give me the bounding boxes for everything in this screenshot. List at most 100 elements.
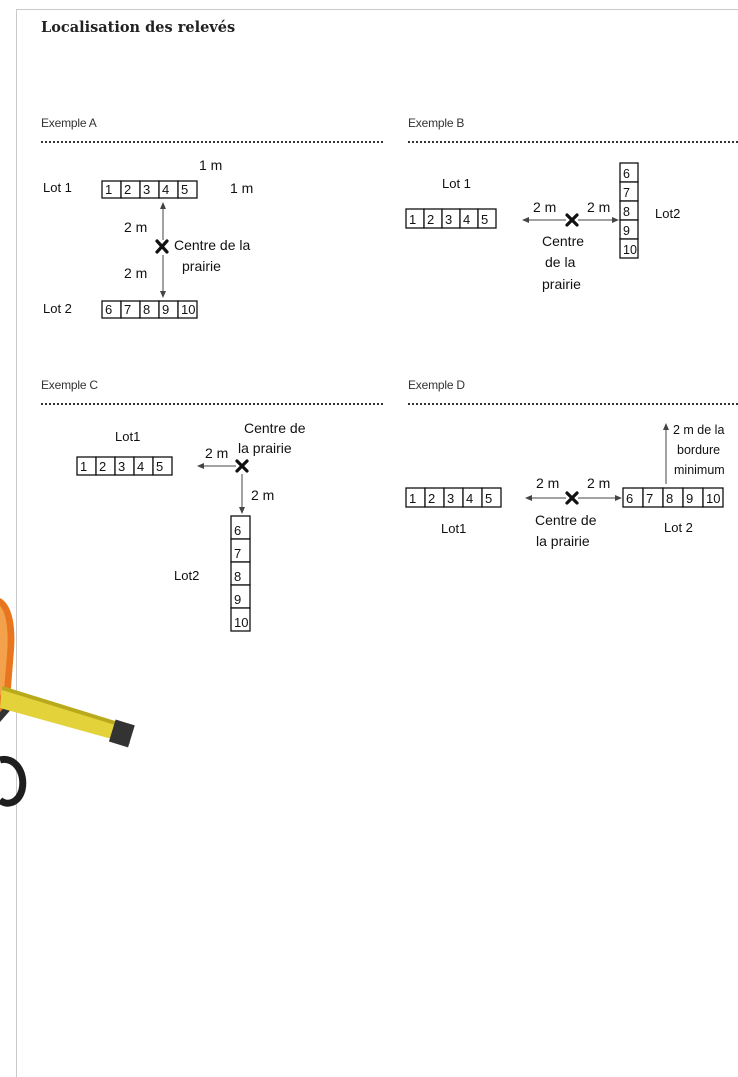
example-b-lot1-box-label: 4	[463, 212, 470, 227]
example-d-lot2-box-label: 9	[686, 491, 693, 506]
example-d-divider	[408, 403, 738, 405]
example-a-lot2-box-label: 10	[181, 302, 195, 317]
example-d-lot2-box-label: 6	[626, 491, 633, 506]
example-b-centre-label-1: Centre	[542, 233, 584, 249]
example-d-lot1-box-4: 4	[462, 487, 483, 508]
example-c-lot2-box-label: 9	[234, 592, 241, 607]
example-b-lot1-box-label: 5	[481, 212, 488, 227]
example-a-dim-top: 1 m	[199, 157, 222, 173]
example-a-lot2-box-7: 7	[120, 300, 141, 319]
example-b-centre-label-2: de la	[545, 254, 576, 270]
example-d-lot1-box-label: 4	[466, 491, 473, 506]
example-d-distance-2: 2 m	[587, 475, 610, 491]
example-c-lot2-box-7: 7	[230, 538, 251, 563]
example-d-lot1-box-3: 3	[443, 487, 464, 508]
example-d-lot1-box-label: 1	[409, 491, 416, 506]
example-d-lot1: Lot1	[441, 521, 466, 536]
example-c-lot2-box-8: 8	[230, 561, 251, 586]
example-a-lot1-box-4: 4	[158, 180, 179, 199]
example-c-lot1-box-label: 1	[80, 459, 87, 474]
example-c-divider	[41, 403, 383, 405]
example-d-lot1-box-2: 2	[424, 487, 445, 508]
page-title: Localisation des relevés	[41, 19, 236, 36]
example-c-centre-mark	[235, 459, 249, 473]
example-d-lot2-box-label: 7	[646, 491, 653, 506]
example-b-lot2-box-10: 10	[619, 238, 639, 259]
example-c-distance-1: 2 m	[205, 445, 228, 461]
example-a-lot1-box-label: 4	[162, 182, 169, 197]
example-b-lot1-box-5: 5	[477, 208, 497, 229]
example-a-arrow-down	[160, 255, 166, 298]
example-c-lot1-box-label: 2	[99, 459, 106, 474]
example-c-lot1-box-5: 5	[152, 456, 173, 476]
example-b-lot1-box-4: 4	[459, 208, 479, 229]
example-d-border-label-2: bordure	[677, 443, 720, 457]
example-d-centre-label-2: la prairie	[536, 533, 590, 549]
example-c-lot1-box-label: 5	[156, 459, 163, 474]
example-c-lot1-box-1: 1	[76, 456, 97, 476]
example-d-lot1-box-label: 2	[428, 491, 435, 506]
example-a-lot2-box-8: 8	[139, 300, 160, 319]
example-a-lot1-box-label: 3	[143, 182, 150, 197]
example-c-centre-label-2: la prairie	[238, 440, 292, 456]
example-c-centre-label-1: Centre de	[244, 420, 306, 436]
example-c-lot1: Lot1	[115, 429, 140, 444]
example-d-border-label-3: minimum	[674, 463, 725, 477]
example-a-lot1: Lot 1	[43, 180, 72, 195]
example-d-arrow-border	[663, 423, 669, 484]
example-b-lot2-box-label: 9	[623, 224, 630, 238]
example-b-lot2-box-label: 6	[623, 167, 630, 181]
example-d-lot2-box-9: 9	[682, 487, 704, 508]
example-a-label: Exemple A	[41, 116, 97, 130]
example-a-distance-2: 2 m	[124, 265, 147, 281]
example-b-lot1-box-3: 3	[441, 208, 461, 229]
example-a-lot1-box-5: 5	[177, 180, 198, 199]
example-b-lot1-box-label: 2	[427, 212, 434, 227]
example-a-centre-mark	[155, 239, 169, 254]
example-a-lot1-box-label: 1	[105, 182, 112, 197]
example-b-label: Exemple B	[408, 116, 465, 130]
example-b-lot2-box-8: 8	[619, 200, 639, 221]
example-b-arrow-left	[522, 217, 566, 223]
example-b-lot1-box-label: 1	[409, 212, 416, 227]
example-d-arrow-left	[525, 495, 566, 501]
example-b-lot1: Lot 1	[442, 176, 471, 191]
example-c-lot2: Lot2	[174, 568, 199, 583]
example-d-lot1-box-label: 3	[447, 491, 454, 506]
example-c-distance-2: 2 m	[251, 487, 274, 503]
example-a-lot2-box-label: 7	[124, 302, 131, 317]
example-c-lot2-box-10: 10	[230, 607, 251, 632]
example-a-divider	[41, 141, 383, 143]
example-c-lot2-box-6: 6	[230, 515, 251, 540]
example-a-distance-1: 2 m	[124, 219, 147, 235]
example-b-lot1-box-1: 1	[405, 208, 425, 229]
page-frame-left	[16, 9, 17, 1077]
page-frame-top	[16, 9, 738, 10]
example-b-divider	[408, 141, 738, 143]
example-d-lot2: Lot 2	[664, 520, 693, 535]
example-a-lot2-box-label: 9	[162, 302, 169, 317]
example-c-lot1-box-3: 3	[114, 456, 135, 476]
example-d-centre-mark	[565, 491, 579, 505]
example-b-lot2-box-7: 7	[619, 181, 639, 202]
example-a-dim-side: 1 m	[230, 180, 253, 196]
example-b-lot1-box-2: 2	[423, 208, 443, 229]
example-d-lot2-box-label: 8	[666, 491, 673, 506]
example-d-label: Exemple D	[408, 378, 465, 392]
example-c-lot2-box-label: 7	[234, 546, 241, 561]
example-d-lot2-box-label: 10	[706, 491, 720, 506]
example-d-border-label-1: 2 m de la	[673, 423, 724, 437]
tape-measure-image	[0, 598, 135, 807]
example-d-arrow-right	[578, 495, 622, 501]
example-c-lot1-box-label: 3	[118, 459, 125, 474]
example-c-lot2-box-label: 10	[234, 615, 248, 630]
example-d-distance-1: 2 m	[536, 475, 559, 491]
example-b-distance-2: 2 m	[587, 199, 610, 215]
example-c-lot2-box-label: 8	[234, 569, 241, 584]
example-d-lot1-box-label: 5	[485, 491, 492, 506]
example-a-lot2-box-label: 6	[105, 302, 112, 317]
